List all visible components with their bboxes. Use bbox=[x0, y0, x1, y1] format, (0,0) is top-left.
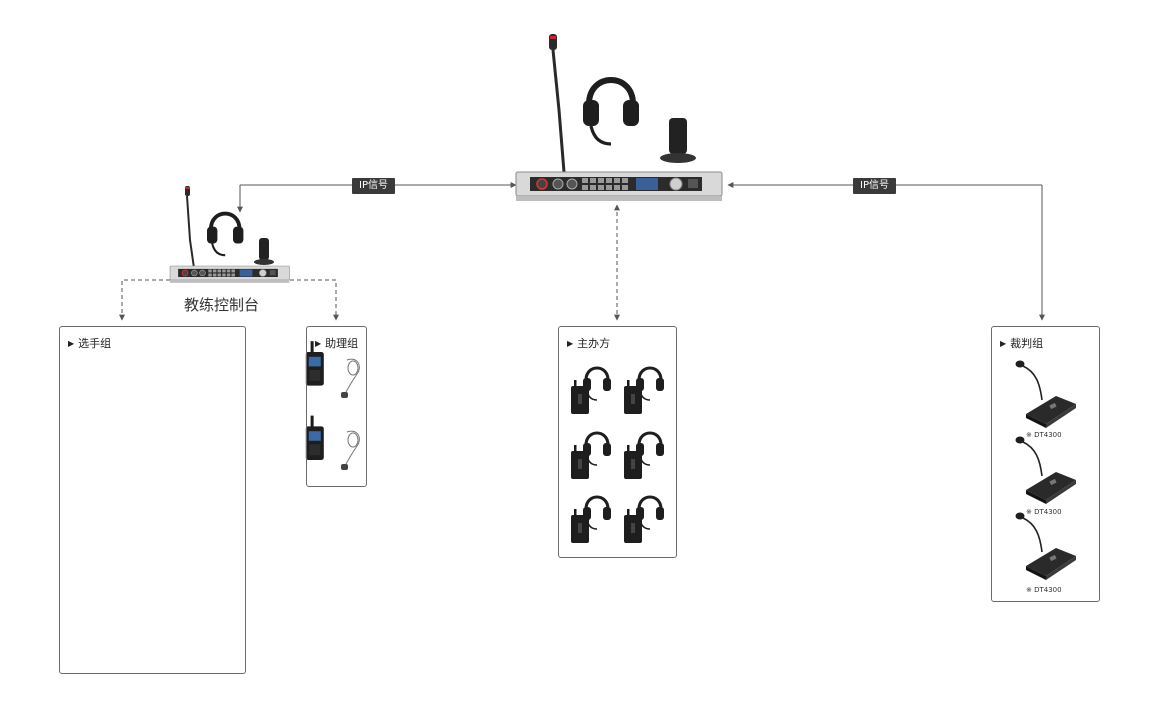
referees-group: ▶裁判组 bbox=[991, 326, 1100, 602]
organizer-group: ▶主办方 bbox=[558, 326, 677, 558]
ip-signal-label-left: IP信号 bbox=[352, 178, 395, 194]
mic-stand-icon bbox=[254, 238, 274, 265]
assistants-group-title: ▶助理组 bbox=[315, 337, 359, 350]
device-model-label: ※ DT4300 bbox=[1026, 508, 1062, 516]
headset-icon bbox=[583, 80, 639, 144]
contestants-group-label: 选手组 bbox=[78, 337, 112, 350]
mic-stand-icon bbox=[660, 118, 696, 163]
gooseneck-microphone-icon bbox=[549, 34, 566, 173]
contestants-group: ▶选手组 bbox=[59, 326, 246, 674]
coach-console bbox=[169, 186, 290, 284]
ip-signal-label-right: IP信号 bbox=[853, 178, 896, 194]
intercom-base-station-icon bbox=[515, 171, 723, 202]
assistants-group-label: 助理组 bbox=[325, 337, 359, 350]
coach-console-label: 教练控制台 bbox=[184, 296, 260, 314]
referees-group-title: ▶裁判组 bbox=[1000, 337, 1044, 350]
coach-to-contestants-link bbox=[119, 279, 170, 321]
organizer-group-label: 主办方 bbox=[577, 337, 611, 350]
referees-group-label: 裁判组 bbox=[1010, 337, 1044, 350]
contestants-group-title: ▶选手组 bbox=[68, 337, 112, 350]
gooseneck-microphone-icon bbox=[185, 186, 195, 269]
coach-to-assistants-link bbox=[290, 279, 339, 321]
organizer-group-title: ▶主办方 bbox=[567, 337, 611, 350]
main-console bbox=[515, 34, 723, 202]
headset-icon bbox=[205, 211, 246, 258]
device-model-label: ※ DT4300 bbox=[1026, 431, 1062, 439]
device-model-label: ※ DT4300 bbox=[1026, 586, 1062, 594]
assistants-group: ▶助理组 bbox=[306, 326, 367, 487]
intercom-base-station-icon bbox=[169, 265, 290, 284]
